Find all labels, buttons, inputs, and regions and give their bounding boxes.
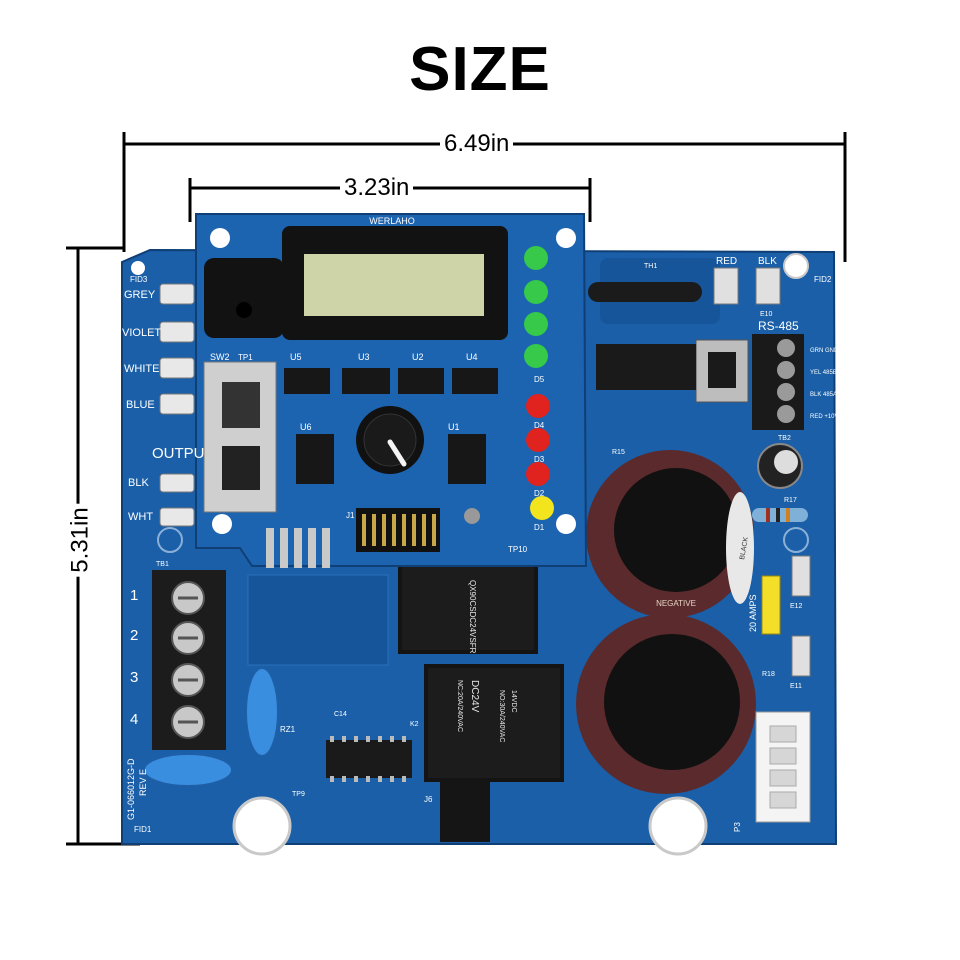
misc-label-j6: J6 bbox=[424, 795, 433, 804]
rs485-pin-2: YEL 485B bbox=[810, 370, 837, 376]
fuse bbox=[761, 575, 781, 635]
terminal-number-3: 3 bbox=[130, 669, 138, 686]
relay-text-5: DC24V bbox=[469, 680, 480, 713]
board-code: G1-066012G-D bbox=[126, 758, 136, 820]
misc-label-p3: P3 bbox=[733, 822, 742, 832]
mount-hole bbox=[648, 796, 708, 856]
misc-label-sw2: SW2 bbox=[210, 352, 230, 362]
misc-label-tp9: TP9 bbox=[292, 791, 305, 798]
misc-label-fid1: FID1 bbox=[134, 825, 152, 834]
ic-label-u3: U3 bbox=[358, 352, 370, 362]
relay-upper bbox=[398, 562, 538, 654]
misc-label-tp1: TP1 bbox=[238, 353, 253, 362]
display-width-label: 3.23in bbox=[340, 176, 414, 200]
led-label-d1: D1 bbox=[534, 523, 545, 532]
overall-width-label: 6.49in bbox=[440, 132, 514, 156]
misc-label-r18: R18 bbox=[762, 671, 775, 678]
rs485-pin-1: GRN GND bbox=[810, 348, 839, 354]
ic-label-u1: U1 bbox=[448, 422, 460, 432]
relay-text-4: 14VDC bbox=[510, 690, 517, 713]
rs485-terminal bbox=[752, 334, 804, 430]
misc-label-r17: R17 bbox=[784, 497, 797, 504]
capacitor-text-black: BLACK bbox=[739, 536, 750, 560]
led-label-d3: D3 bbox=[534, 455, 545, 464]
wire-label-white: WHITE bbox=[124, 363, 159, 375]
terminal-number-2: 2 bbox=[130, 627, 138, 644]
misc-label-rz1: RZ1 bbox=[280, 725, 296, 734]
ic-label-u2: U2 bbox=[412, 352, 424, 362]
lcd-display bbox=[282, 226, 508, 340]
wire-label-grey: GREY bbox=[124, 289, 156, 301]
relay-text-3: NC:20A/240VAC bbox=[456, 680, 463, 732]
display-module-label: WERLAHO bbox=[369, 216, 415, 226]
terminal-number-1: 1 bbox=[130, 587, 138, 604]
board-rev: REV E bbox=[138, 769, 148, 796]
misc-label-fid3: FID3 bbox=[130, 275, 148, 284]
varistor bbox=[245, 667, 279, 757]
left-wire-connectors bbox=[159, 283, 195, 527]
capacitor-upper bbox=[586, 450, 754, 618]
wire-label-blue: BLUE bbox=[126, 399, 155, 411]
mount-hole bbox=[232, 796, 292, 856]
misc-label-th1: TH1 bbox=[644, 263, 657, 270]
ic-label-u4: U4 bbox=[466, 352, 478, 362]
terminal-block-tb1 bbox=[152, 570, 226, 750]
output-wire-blk: BLK bbox=[128, 477, 149, 489]
misc-label-fid2: FID2 bbox=[814, 275, 832, 284]
display-ics bbox=[284, 368, 498, 484]
relay-text-2: NO:30A/240VAC bbox=[498, 690, 505, 742]
misc-label-k2: K2 bbox=[410, 721, 419, 728]
green-leds bbox=[524, 246, 548, 368]
misc-label-r15: R15 bbox=[612, 449, 625, 456]
relay-text-1: QX90CSDC24VSFR bbox=[468, 580, 477, 654]
page-title: SIZE bbox=[409, 35, 551, 104]
misc-label-j1: J1 bbox=[346, 511, 355, 520]
wire-label-violet: VIOLET bbox=[122, 327, 161, 339]
led-label-d2: D2 bbox=[534, 489, 545, 498]
capacitor-text-negative: NEGATIVE bbox=[656, 599, 696, 608]
top-wire-blk: BLK bbox=[758, 256, 777, 267]
rs485-label: RS-485 bbox=[758, 319, 799, 333]
switch-sw2 bbox=[203, 361, 277, 513]
rs485-pin-3: BLK 485A bbox=[810, 392, 837, 398]
capacitor-lower bbox=[576, 614, 756, 794]
misc-label-tp10: TP10 bbox=[508, 545, 528, 554]
rs485-pin-4: RED +10V bbox=[810, 414, 839, 420]
misc-label-e10: E10 bbox=[760, 311, 773, 318]
ic-label-u5: U5 bbox=[290, 352, 302, 362]
terminal-number-4: 4 bbox=[130, 711, 138, 728]
ic-u5-lower bbox=[326, 740, 412, 778]
led-label-d5: D5 bbox=[534, 375, 545, 384]
red-leds bbox=[526, 394, 550, 486]
misc-label-tb2: TB2 bbox=[778, 435, 791, 442]
yellow-led bbox=[530, 496, 554, 520]
output-label: OUTPU bbox=[152, 445, 205, 462]
relay-lower bbox=[424, 664, 564, 842]
misc-label-c14: C14 bbox=[334, 711, 347, 718]
fuse-label: 20 AMPS bbox=[748, 594, 758, 632]
ic-label-u6: U6 bbox=[300, 422, 312, 432]
led-label-d4: D4 bbox=[534, 421, 545, 430]
misc-label-e11: E11 bbox=[790, 683, 802, 690]
output-wire-wht: WHT bbox=[128, 511, 153, 523]
misc-label-e12: E12 bbox=[790, 603, 803, 610]
misc-label-tb1: TB1 bbox=[156, 561, 169, 568]
varistor bbox=[143, 753, 233, 787]
top-wire-red: RED bbox=[716, 256, 737, 267]
